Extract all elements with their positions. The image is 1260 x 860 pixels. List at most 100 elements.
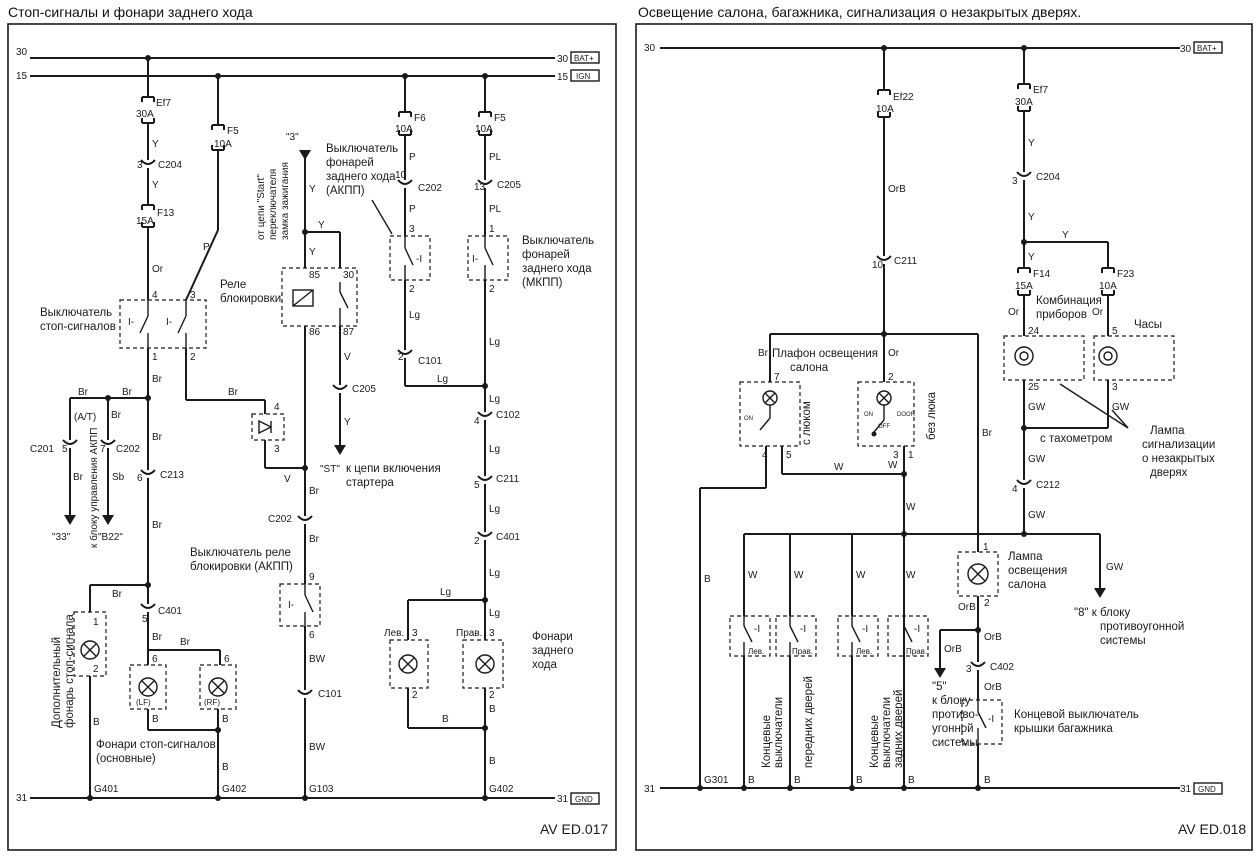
reverse-akpp-label-2: фонарей	[326, 157, 374, 169]
reverse-mkpp-label-3: заднего хода	[522, 263, 592, 275]
pin-label: 30	[343, 270, 355, 281]
to-alarm8-label-3: системы	[1100, 635, 1146, 647]
connector-c101-label: C101	[318, 689, 342, 700]
pin-label: 3	[966, 664, 972, 675]
switch-contact	[873, 419, 885, 433]
connector-symbol	[140, 603, 156, 609]
wire-color-y: Y	[1028, 212, 1035, 223]
connector-c212-label: C212	[1036, 480, 1060, 491]
pin-label: 2	[489, 690, 495, 701]
pin-label: 7	[100, 444, 106, 455]
with-tacho-label: с тахометром	[1040, 433, 1112, 445]
led-icon	[1103, 351, 1113, 361]
switch-mark: -I	[754, 624, 760, 635]
pin-label: 25	[1028, 382, 1040, 393]
connector-symbol	[397, 349, 413, 355]
wire-color-gw: GW	[1028, 454, 1046, 465]
switch-contact	[977, 711, 987, 729]
main-lamps-label-1: Фонари стоп-сигналов	[96, 739, 216, 751]
wire-color-orb: OrB	[984, 632, 1002, 643]
switch-contact	[851, 625, 861, 643]
dome-label-1: Плафон освещения	[772, 348, 878, 360]
wire-color-p: P	[203, 242, 210, 253]
arrow-icon	[299, 150, 311, 160]
fuse-ef7-symbol	[1017, 83, 1031, 112]
rail-15-end-label: 15	[557, 72, 569, 83]
cluster-label-2: приборов	[1036, 309, 1087, 321]
cluster-label-1: Комбинация	[1036, 295, 1102, 307]
connector-c402-label: C402	[990, 662, 1014, 673]
gnd-box	[1193, 782, 1223, 795]
pin-label: 6	[152, 654, 158, 665]
connector-c204-label: C204	[158, 160, 182, 171]
start-from-2: переключателя	[268, 169, 279, 240]
wire-color-lg: Lg	[489, 568, 500, 579]
fuse-ef22-amp: 10A	[876, 104, 894, 115]
pin-label: 24	[1028, 326, 1040, 337]
wire-color-lg: Lg	[409, 310, 420, 321]
rail-30-end-label: 30	[557, 54, 569, 65]
lamp-cross	[970, 566, 986, 582]
wire-color-br: Br	[152, 632, 163, 643]
front-right-switch-box	[775, 615, 817, 657]
fuse-f5-label: F5	[227, 126, 239, 137]
door-lamp-label-3: о незакрытых	[1142, 453, 1215, 465]
reverse-lamps-label-1: Фонари	[532, 631, 573, 643]
fuse-f13-symbol	[141, 204, 155, 228]
rail-31-label: 31	[16, 793, 28, 804]
ground-dot	[849, 785, 855, 791]
tcm-label: к блоку управления АКПП	[88, 428, 100, 548]
clock-label: Часы	[1134, 319, 1162, 331]
arrow-icon	[334, 445, 346, 455]
connector-c101-label: C101	[418, 356, 442, 367]
ground-g402-label: G402	[222, 784, 247, 795]
rear-doors-label-3: задних дверей	[893, 690, 905, 768]
lamp-icon	[1014, 346, 1034, 366]
wire-color-b: B	[794, 775, 801, 786]
fuse-ef7-label: Ef7	[156, 98, 171, 109]
to-alarm5-label-1: "5"	[932, 681, 947, 693]
to-alarm5-label-4: угонной	[932, 723, 974, 735]
st-mark: "ST"	[320, 464, 340, 475]
right-ref-label: AV ED.018	[1178, 821, 1246, 837]
right-frame	[635, 23, 1253, 851]
to-alarm5-label-3: противо-	[932, 709, 979, 721]
wire	[185, 229, 219, 301]
start-from-3: замка зажигания	[280, 162, 291, 240]
starter-label-2: стартера	[346, 477, 394, 489]
stop-switch-label-1: Выключатель	[40, 307, 112, 319]
fuse-f5-amp: 10A	[475, 124, 493, 135]
wire-color-y: Y	[1028, 138, 1035, 149]
wire-color-b: B	[856, 775, 863, 786]
switch-mark: I-	[128, 317, 134, 328]
pin-label: 3	[1012, 176, 1018, 187]
trunk-switch-label-2: крышки багажника	[1014, 723, 1113, 735]
wire-color-br: Br	[758, 348, 769, 359]
dome-lamp-sunroof-box	[739, 381, 801, 447]
extra-lamp-box	[73, 611, 107, 677]
wire-color-br: Br	[309, 486, 320, 497]
rail-30-label: 30	[16, 47, 28, 58]
rail-30-end-label: 30	[1180, 44, 1192, 55]
switch-contact	[759, 417, 771, 431]
door-lamp-label-1: Лампа	[1150, 425, 1185, 437]
rear-right-switch-box	[887, 615, 929, 657]
pin-label: 2	[888, 372, 894, 383]
reverse-lamps-label-2: заднего	[532, 645, 573, 657]
switch-contact	[404, 247, 414, 266]
front-left-switch-label: Лев.	[748, 647, 764, 656]
switch-mark: -I	[800, 624, 806, 635]
wire-color-bw: BW	[309, 654, 326, 665]
junction-dot	[901, 471, 907, 477]
relay-coil-icon	[292, 289, 314, 307]
arrow-icon	[1094, 588, 1106, 598]
bat-box	[1193, 41, 1223, 54]
fuse-f14-symbol	[1017, 267, 1031, 296]
reverse-lamp-left-box	[389, 639, 429, 689]
ground-dot	[482, 795, 488, 801]
fuse-ef22-label: Ef22	[893, 92, 914, 103]
wire-color-br: Br	[152, 520, 163, 531]
connector-c102-label: C102	[496, 410, 520, 421]
fuse-ef22-symbol	[877, 89, 891, 118]
fuse-f6-amp: 10A	[395, 124, 413, 135]
